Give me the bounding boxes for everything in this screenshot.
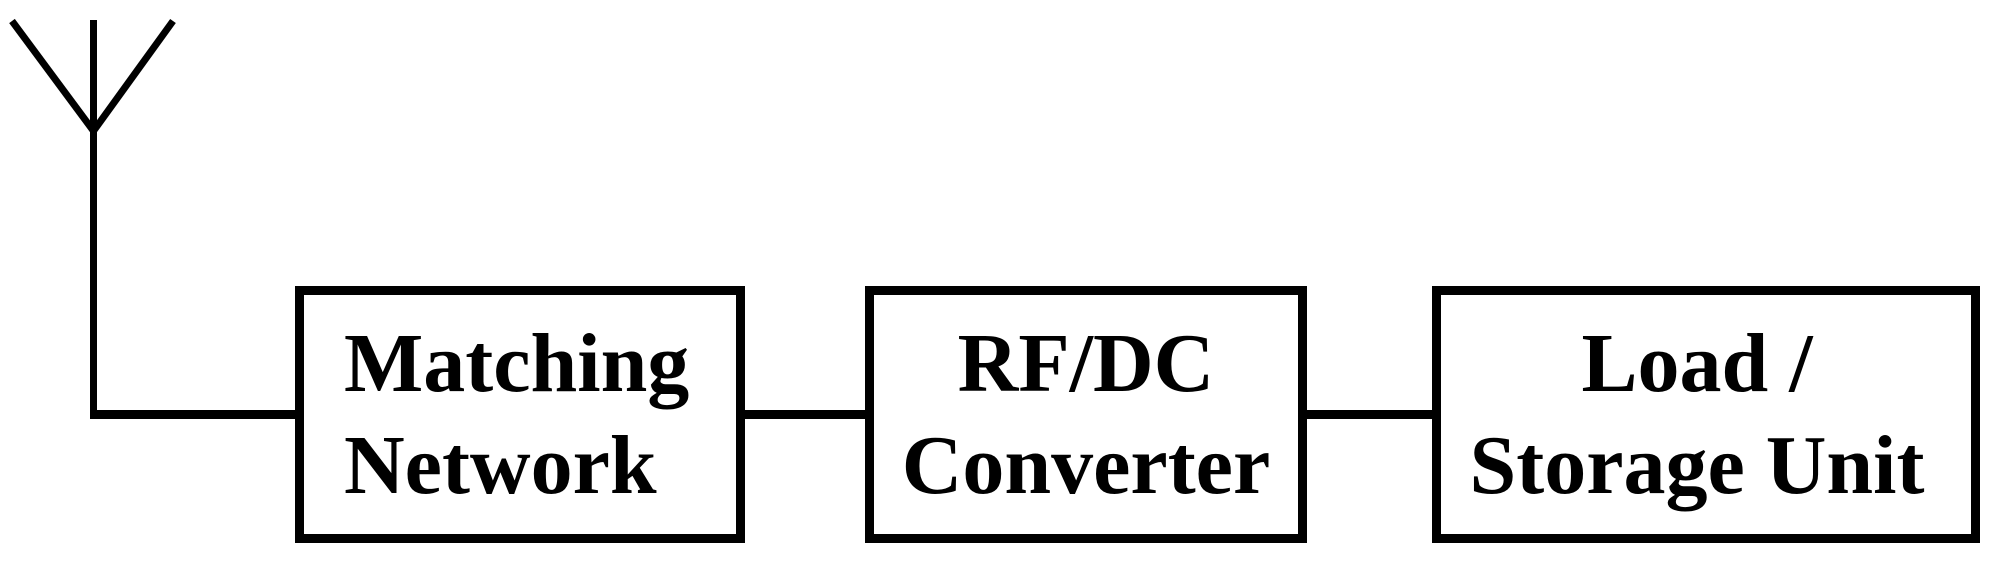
- block-label-line: Converter: [901, 418, 1271, 512]
- block-label-line: RF/DC: [957, 316, 1215, 410]
- antenna-left-arm-line: [9, 18, 97, 134]
- block-label-line: Network: [344, 418, 657, 512]
- antenna-icon: [9, 18, 176, 419]
- connector-wire-matching-to-converter: [743, 410, 869, 419]
- antenna-right-arm-line: [90, 18, 176, 134]
- block-label-line: Load /: [1581, 316, 1813, 410]
- load-storage-unit-block: Load / Storage Unit: [1432, 286, 1980, 543]
- connector-wire-converter-to-load: [1305, 410, 1436, 419]
- block-label-line: Matching: [344, 316, 690, 410]
- antenna-feed-wire: [90, 410, 299, 419]
- rf-dc-converter-block: RF/DC Converter: [865, 286, 1307, 543]
- block-label-line: Storage Unit: [1469, 418, 1925, 512]
- matching-network-block: Matching Network: [295, 286, 745, 543]
